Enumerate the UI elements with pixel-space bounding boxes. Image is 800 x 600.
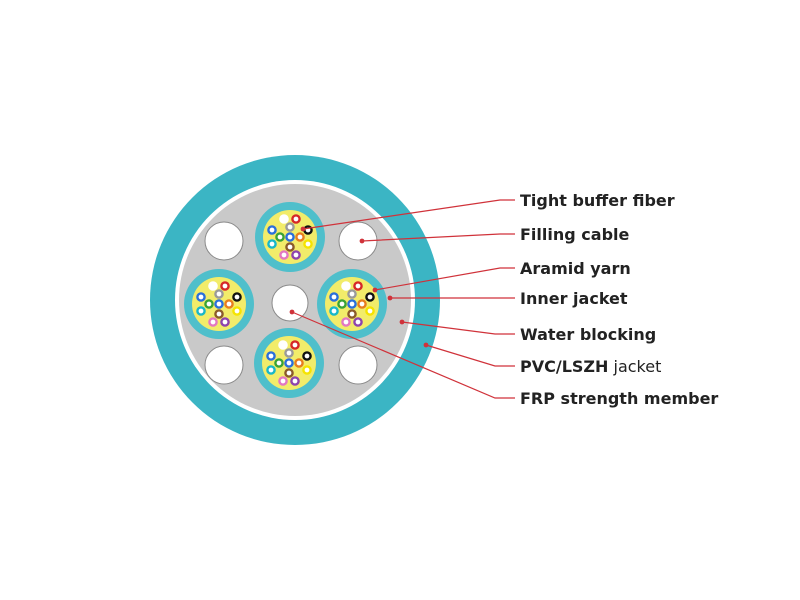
tight-buffer-fiber [295,232,305,242]
tight-buffer-fiber [284,358,294,368]
tight-buffer-fiber [266,365,276,375]
tight-buffer-fiber [290,376,300,386]
leader-lines [291,199,515,399]
label-inner-jacket: Inner jacket [520,289,628,308]
label-pvc-lszh-bold: PVC/LSZH [520,357,608,376]
sub-units [184,202,387,398]
tight-buffer-fiber [365,292,375,302]
tight-buffer-fiber [279,250,289,260]
tight-buffer-fiber [291,250,301,260]
tight-buffer-fiber [284,348,294,358]
tight-buffer-fiber [208,281,218,291]
tight-buffer-fiber [196,292,206,302]
tight-buffer-fiber [279,214,289,224]
leader-line-filling-cable [361,233,515,242]
tight-buffer-fiber [353,281,363,291]
tight-buffer-fiber [232,292,242,302]
leader-dot [387,295,393,301]
tight-buffer-fiber [285,222,295,232]
leader-dot [289,309,295,315]
leader-dot [399,319,405,325]
tight-buffer-fiber [290,340,300,350]
tight-buffer-fiber [294,358,304,368]
tight-buffer-fiber [291,214,301,224]
tight-buffer-fiber [196,306,206,316]
leader-dot [359,238,365,244]
tight-buffer-fiber [285,232,295,242]
tight-buffer-fiber [347,309,357,319]
tight-buffer-fiber [284,368,294,378]
leader-dot [423,342,429,348]
label-water-blocking: Water blocking [520,325,656,344]
leader-line-pvc-jacket [425,344,515,367]
label-frp-strength-member: FRP strength member [520,389,718,408]
tight-buffer-fiber [357,299,367,309]
tight-buffer-fiber [302,351,312,361]
leader-line-frp-strength-member [291,311,515,399]
tight-buffer-fiber [303,239,313,249]
label-filling-cable: Filling cable [520,225,630,244]
tight-buffer-fiber [337,299,347,309]
tight-buffer-fiber [278,376,288,386]
tight-buffer-fiber [214,289,224,299]
tight-buffer-fiber [214,299,224,309]
label-aramid-yarn: Aramid yarn [520,259,631,278]
tight-buffer-fiber [341,317,351,327]
tight-buffer-fiber [329,306,339,316]
tight-buffer-fiber [347,289,357,299]
tight-buffer-fiber [365,306,375,316]
tight-buffer-fiber [347,299,357,309]
tight-buffer-fiber [275,232,285,242]
leader-dot [372,287,378,293]
tight-buffer-fiber [353,317,363,327]
tight-buffer-fiber [220,317,230,327]
sub-unit [254,328,324,398]
tight-buffer-fiber [267,239,277,249]
tight-buffer-fiber [266,351,276,361]
label-tight-buffer-fiber: Tight buffer fiber [520,191,675,210]
tight-buffer-fiber [274,358,284,368]
label-pvc-lszh-jacket: PVC/LSZH jacket [520,357,661,376]
label-pvc-lszh-rest: jacket [608,357,661,376]
tight-buffer-fiber [224,299,234,309]
tight-buffer-fiber [204,299,214,309]
sub-unit [255,202,325,272]
tight-buffer-fiber [278,340,288,350]
tight-buffer-fiber [329,292,339,302]
filling-cable [204,345,244,385]
sub-unit [317,269,387,339]
sub-unit [184,269,254,339]
tight-buffer-fiber [208,317,218,327]
tight-buffer-fiber [220,281,230,291]
tight-buffer-fiber [267,225,277,235]
filling-cable [338,221,378,261]
tight-buffer-fiber [285,242,295,252]
filling-cable [338,345,378,385]
filling-cables [204,221,378,385]
frp-strength-member [271,284,309,322]
leader-line-aramid-yarn [374,267,515,291]
leader-line-tight-buffer-fiber [302,199,515,230]
leader-line-water-blocking [401,321,515,335]
filling-cable [204,221,244,261]
tight-buffer-fiber [214,309,224,319]
tight-buffer-fiber [232,306,242,316]
leader-dots [289,226,429,348]
tight-buffer-fiber [302,365,312,375]
leader-dot [300,226,306,232]
tight-buffer-fiber [341,281,351,291]
